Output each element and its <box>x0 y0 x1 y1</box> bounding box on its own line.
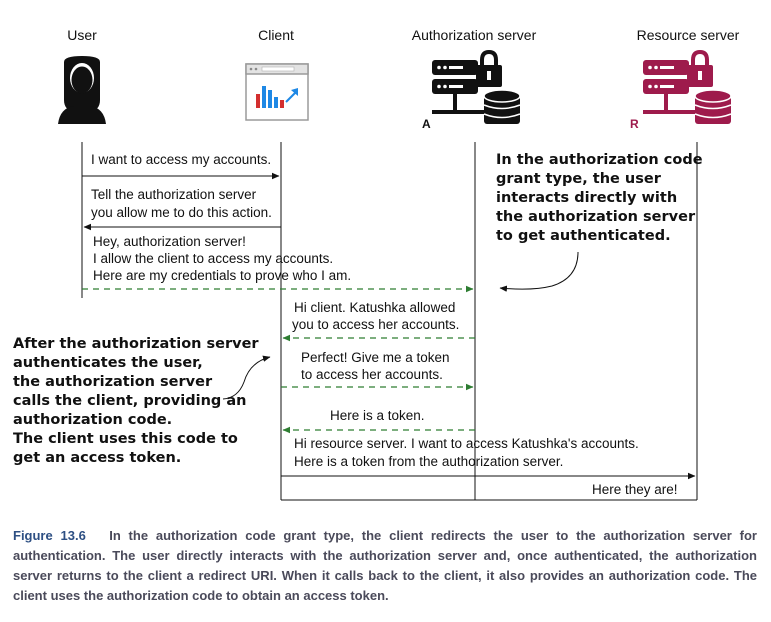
diagram-canvas: User Client Authorization server Resourc… <box>13 27 740 501</box>
message-6-line-1: Here is a token. <box>330 408 425 423</box>
actor-label-authorization-server: Authorization server <box>412 27 537 43</box>
note-left-line-3: the authorization server <box>13 374 213 390</box>
note-left-line-7: get an access token. <box>13 450 181 466</box>
resource-server-badge: R <box>630 117 639 131</box>
figure-caption: Figure 13.6 In the authorization code gr… <box>13 526 757 606</box>
message-2-line-1: Tell the authorization server <box>91 187 257 202</box>
note-right-line-4: the authorization server <box>496 209 696 225</box>
note-left-line-5: authorization code. <box>13 412 172 428</box>
figure-caption-text: In the authorization code grant type, th… <box>13 528 757 603</box>
note-left-callout <box>222 355 271 400</box>
server-lock-database-icon <box>643 50 732 124</box>
note-right-line-2: grant type, the user <box>496 171 662 187</box>
message-8-line-1: Here they are! <box>592 482 678 497</box>
note-right-line-1: In the authorization code <box>496 152 703 168</box>
note-right-line-3: interacts directly with <box>496 190 677 206</box>
actor-label-client: Client <box>258 27 294 43</box>
authorization-server-badge: A <box>422 117 431 131</box>
message-4-line-2: you to access her accounts. <box>292 317 459 332</box>
message-1-line-1: I want to access my accounts. <box>91 152 271 167</box>
server-lock-database-icon <box>432 50 521 124</box>
message-7-line-2: Here is a token from the authorization s… <box>294 454 563 469</box>
actor-label-resource-server: Resource server <box>637 27 740 43</box>
browser-chart-icon <box>245 63 309 121</box>
message-7-line-1: Hi resource server. I want to access Kat… <box>294 436 639 451</box>
note-left-line-4: calls the client, providing an <box>13 393 246 409</box>
message-3-line-1: Hey, authorization server! <box>93 234 246 249</box>
note-left-line-2: authenticates the user, <box>13 355 203 371</box>
note-right-callout <box>499 251 579 292</box>
note-right-line-5: to get authenticated. <box>496 228 671 244</box>
message-4-line-1: Hi client. Katushka allowed <box>294 300 455 315</box>
figure-label: Figure 13.6 <box>13 528 86 543</box>
message-2-line-2: you allow me to do this action. <box>91 205 272 220</box>
message-5-line-2: to access her accounts. <box>301 367 443 382</box>
note-left-line-6: The client uses this code to <box>13 431 238 447</box>
note-left-line-1: After the authorization server <box>13 336 259 352</box>
actor-label-user: User <box>67 27 97 43</box>
message-3-line-2: I allow the client to access my accounts… <box>93 251 333 266</box>
message-3-line-3: Here are my credentials to prove who I a… <box>93 268 351 283</box>
message-5-line-1: Perfect! Give me a token <box>301 350 450 365</box>
user-silhouette-icon <box>58 56 106 124</box>
